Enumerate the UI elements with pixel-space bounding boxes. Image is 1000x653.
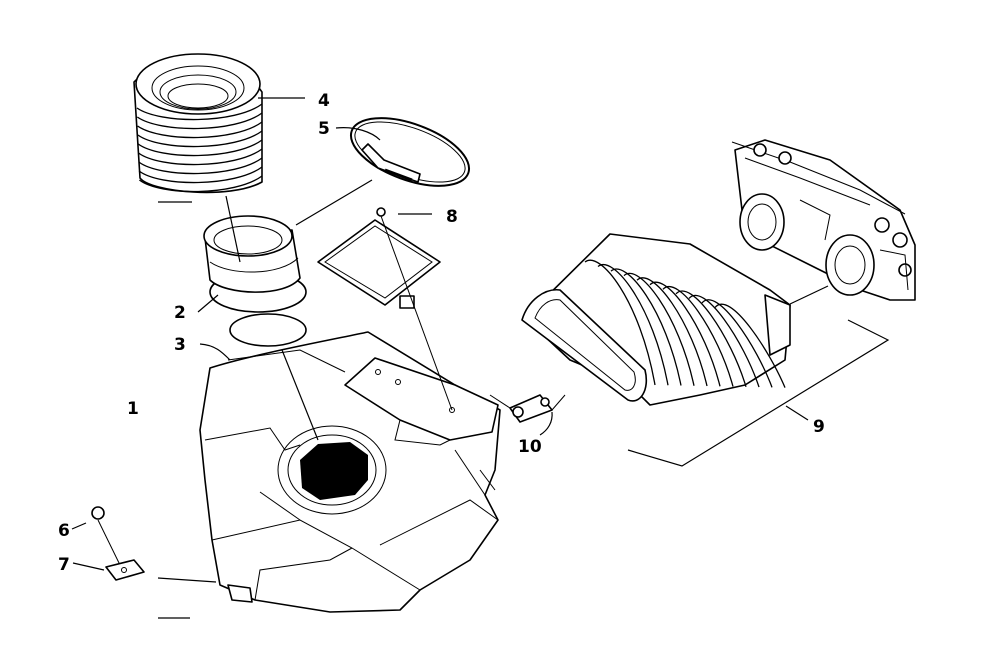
bellows-rib [136, 112, 263, 130]
callout-5: 5 [318, 119, 330, 139]
part-6-rivet [91, 506, 121, 566]
duct-rib [649, 281, 721, 387]
bellows-rib [136, 103, 263, 121]
duct-rib [610, 268, 682, 386]
leader-lines [71, 97, 890, 619]
callout-8: 8 [446, 207, 458, 227]
callout-4: 4 [318, 91, 330, 111]
callout-9: 9 [813, 417, 825, 437]
duct-rib [597, 264, 669, 386]
callout-10: 10 [518, 437, 542, 457]
bellows-rib [139, 175, 263, 193]
part-5-hose-clamp [349, 117, 471, 187]
duct-rib [584, 259, 656, 386]
carburetor-assembly [731, 139, 916, 301]
callout-3: 3 [174, 335, 186, 355]
bellows-rib [137, 130, 263, 148]
duct-rib [688, 295, 760, 388]
bellows-rib [137, 139, 263, 157]
callout-2: 2 [174, 303, 186, 323]
part-10-fitting [489, 394, 566, 423]
duct-rib [662, 286, 734, 387]
part-1-air-box [199, 331, 501, 613]
bellows-rib [137, 121, 263, 139]
duct-rib [714, 303, 786, 388]
part-9-intake-duct [521, 233, 791, 406]
duct-rib [636, 277, 708, 387]
callout-7: 7 [58, 555, 70, 575]
duct-rib [675, 290, 747, 388]
bellows-rib [138, 166, 263, 184]
callout-6: 6 [58, 521, 70, 541]
duct-rib [701, 299, 773, 388]
part-8-screw-plate [317, 207, 453, 411]
callout-1: 1 [127, 399, 139, 419]
part-3-gasket [229, 313, 307, 347]
callout-labels: 1 2 3 4 5 6 7 8 9 10 [58, 91, 825, 575]
duct-rib [623, 272, 695, 386]
bellows-rib [138, 148, 263, 166]
part-4-bellows-boot [133, 53, 263, 194]
part-7-bracket [105, 559, 145, 581]
part-2-adapter [203, 215, 307, 313]
bellows-rib [138, 157, 263, 175]
